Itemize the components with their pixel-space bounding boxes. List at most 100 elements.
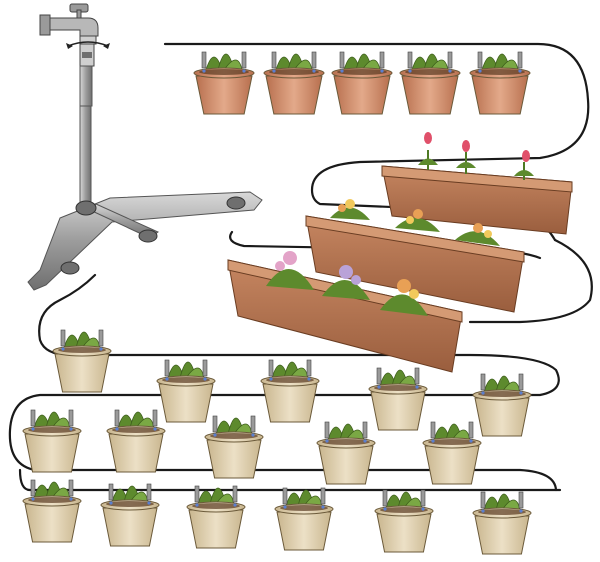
plant-icon (483, 493, 521, 511)
dripper-icon (420, 489, 426, 511)
dripper-icon (430, 421, 436, 443)
flower-cluster (266, 251, 314, 290)
dripper-icon (201, 51, 207, 73)
tulip (456, 140, 476, 174)
dripper-icon (241, 51, 247, 73)
clay-pot (274, 487, 334, 551)
hanging-copper-pot (263, 51, 325, 115)
clay-pot (472, 373, 532, 437)
dripper-icon (282, 487, 288, 509)
planter-box-mixed-flowers (305, 199, 525, 313)
flower-cluster (330, 199, 370, 220)
hose-adapter (79, 43, 95, 107)
tubing-bottom-run (18, 468, 562, 492)
plant-icon (343, 53, 381, 71)
dripper-icon (376, 367, 382, 389)
dripper-icon (98, 329, 104, 351)
plant-icon (33, 481, 71, 499)
flower-cluster (380, 279, 428, 316)
planter-box-tulips (381, 132, 573, 235)
clay-pot-row-1 (52, 329, 532, 437)
tubing-from-pvc (8, 273, 560, 492)
dripper-icon (324, 421, 330, 443)
clay-pot (186, 485, 246, 549)
dripper-icon (194, 485, 200, 507)
plant-icon (433, 423, 471, 441)
plant-icon (215, 417, 253, 435)
dripper-icon (480, 373, 486, 395)
dripper-icon (68, 409, 74, 431)
dripper-icon (517, 51, 523, 73)
clay-pot (374, 489, 434, 553)
clay-pot (368, 367, 428, 431)
dripper-icon (268, 359, 274, 381)
flower-cluster (455, 223, 500, 246)
clay-pot-row-2 (22, 409, 482, 485)
dripper-icon (480, 491, 486, 513)
plant-icon (33, 411, 71, 429)
dripper-icon (68, 479, 74, 501)
plant-icon (197, 487, 235, 505)
clay-pot (472, 491, 532, 555)
dripper-icon (152, 409, 158, 431)
dripper-icon (60, 329, 66, 351)
clay-pot (22, 479, 82, 543)
dripper-icon (320, 487, 326, 509)
plant-icon (481, 53, 519, 71)
dripper-icon (447, 51, 453, 73)
dripper-icon (30, 409, 36, 431)
plant-icon (285, 489, 323, 507)
faucet-icon (39, 3, 99, 45)
rotation-arrow-icon (66, 41, 110, 49)
dripper-icon (382, 489, 388, 511)
plant-icon (111, 485, 149, 503)
dripper-icon (407, 51, 413, 73)
plant-icon (379, 369, 417, 387)
planter-box-front (227, 251, 463, 373)
dripper-icon (212, 415, 218, 437)
plant-icon (205, 53, 243, 71)
plant-icon (271, 361, 309, 379)
plant-icon (63, 331, 101, 349)
tulip (418, 132, 438, 170)
hanging-copper-pot (193, 51, 255, 115)
dripper-icon (339, 51, 345, 73)
clay-pot (22, 409, 82, 473)
dripper-icon (232, 485, 238, 507)
dripper-icon (306, 359, 312, 381)
pvc-vertical-pipe (79, 105, 92, 209)
dripper-icon (146, 483, 152, 505)
pvc-t-connector (27, 191, 263, 291)
hanging-copper-pot (399, 51, 461, 115)
dripper-icon (414, 367, 420, 389)
hanging-copper-pot (331, 51, 393, 115)
dripper-icon (114, 409, 120, 431)
clay-pot (156, 359, 216, 423)
plant-icon (117, 411, 155, 429)
hanging-copper-pot (469, 51, 531, 115)
dripper-icon (518, 373, 524, 395)
clay-pot-row-3 (22, 479, 532, 555)
clay-pot (422, 421, 482, 485)
dripper-icon (271, 51, 277, 73)
dripper-icon (362, 421, 368, 443)
clay-pot (316, 421, 376, 485)
plant-icon (483, 375, 521, 393)
dripper-icon (468, 421, 474, 443)
dripper-icon (477, 51, 483, 73)
dripper-icon (311, 51, 317, 73)
dripper-icon (108, 483, 114, 505)
flower-cluster (322, 265, 370, 300)
flower-cluster (395, 209, 440, 232)
plant-icon (275, 53, 313, 71)
clay-pot (260, 359, 320, 423)
clay-pot (204, 415, 264, 479)
dripper-icon (30, 479, 36, 501)
clay-pot (100, 483, 160, 547)
dripper-icon (202, 359, 208, 381)
tulip (514, 150, 534, 180)
dripper-icon (164, 359, 170, 381)
clay-pot (52, 329, 112, 393)
dripper-icon (518, 491, 524, 513)
